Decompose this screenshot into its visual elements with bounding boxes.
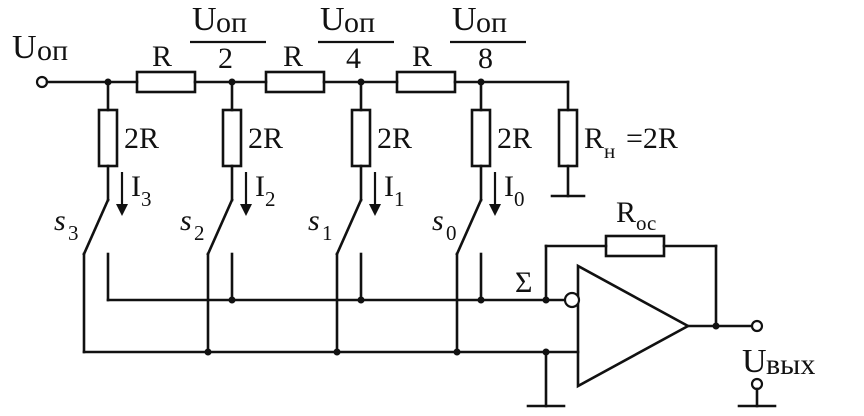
i0-sub: 0 — [514, 187, 525, 211]
two-r-label-3: 2R — [124, 122, 159, 155]
ladder-leg-2 — [206, 80, 252, 354]
r-label-2: R — [283, 40, 303, 73]
fraction-num: U — [320, 1, 345, 38]
i2-sub: 2 — [265, 187, 276, 211]
fraction-uop-4: U оп 4 — [318, 1, 394, 75]
resistor-2r-0 — [470, 108, 492, 168]
resistor-2r-2 — [221, 108, 243, 168]
roc-label: R — [616, 196, 636, 229]
s2-label: s — [180, 204, 192, 237]
u-ref-sub: оп — [37, 34, 68, 67]
resistor-r-2 — [264, 70, 326, 94]
resistor-2r-3 — [97, 108, 119, 168]
i2-label: I — [255, 170, 265, 203]
fraction-num: U — [452, 1, 477, 38]
resistor-r-3 — [395, 70, 457, 94]
load-resistor — [550, 80, 586, 198]
junction-dot — [477, 296, 485, 304]
resistor-r-1 — [135, 70, 197, 94]
fraction-uop-2: U оп 2 — [190, 1, 266, 75]
output-ground-terminal — [750, 377, 764, 391]
junction-dot — [357, 296, 365, 304]
u-out-label: U — [742, 343, 767, 380]
s3-label: s — [54, 204, 66, 237]
i3-sub: 3 — [141, 187, 152, 211]
fraction-den: 8 — [478, 42, 493, 75]
junction-dot — [712, 322, 720, 330]
output-terminal — [750, 319, 764, 333]
s1-sub: 1 — [322, 221, 333, 245]
i3-label: I — [131, 170, 141, 203]
fraction-num: U — [192, 1, 217, 38]
input-terminal — [35, 75, 49, 89]
r-label-1: R — [152, 40, 172, 73]
resistor-2r-1 — [350, 108, 372, 168]
switch-s3 — [82, 198, 110, 256]
junction-dot — [204, 348, 212, 356]
ladder-leg-3 — [82, 80, 128, 354]
r-label-3: R — [412, 40, 432, 73]
s2-sub: 2 — [194, 221, 205, 245]
switch-s0 — [455, 198, 483, 256]
junction-dot — [228, 296, 236, 304]
resistor-roc — [604, 234, 666, 258]
i0-label: I — [504, 170, 514, 203]
s0-sub: 0 — [446, 221, 457, 245]
u-out-sub: вых — [766, 348, 815, 381]
i1-sub: 1 — [394, 187, 405, 211]
junction-dot — [453, 348, 461, 356]
junction-dot — [333, 348, 341, 356]
sigma-label: Σ — [515, 266, 532, 299]
s1-label: s — [308, 204, 320, 237]
ladder-leg-0 — [455, 80, 501, 354]
roc-sub: ос — [636, 211, 656, 235]
two-r-label-1: 2R — [377, 122, 412, 155]
rn-label: R — [584, 122, 604, 155]
fraction-uop-8: U оп 8 — [450, 1, 526, 75]
switch-s1 — [335, 198, 363, 256]
two-r-label-2: 2R — [248, 122, 283, 155]
rn-sub: н — [604, 139, 615, 163]
s0-label: s — [432, 204, 444, 237]
resistor-rn — [557, 108, 579, 168]
u-ref-label: U — [12, 29, 37, 66]
switch-s2 — [206, 198, 234, 256]
fraction-sub: оп — [344, 6, 375, 39]
two-r-label-0: 2R — [497, 122, 532, 155]
inverting-input-marker — [563, 291, 581, 309]
op-amp — [576, 263, 691, 389]
fraction-den: 4 — [346, 42, 361, 75]
s3-sub: 3 — [68, 221, 79, 245]
ladder-leg-1 — [335, 80, 381, 354]
fraction-den: 2 — [218, 42, 233, 75]
fraction-sub: оп — [476, 6, 507, 39]
i1-label: I — [384, 170, 394, 203]
rn-value: =2R — [626, 122, 678, 155]
fraction-sub: оп — [216, 6, 247, 39]
